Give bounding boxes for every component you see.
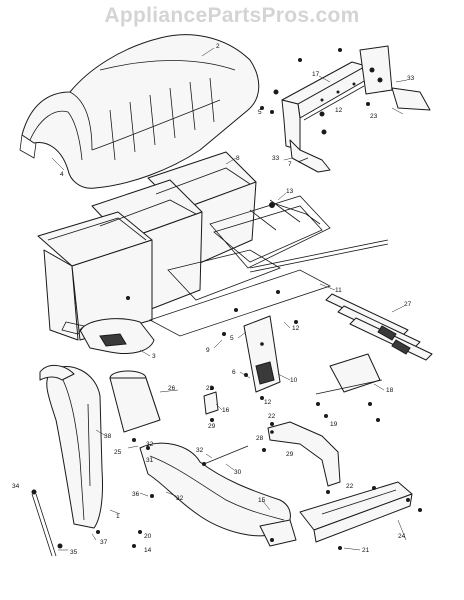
leader-lines — [51, 47, 408, 551]
callout-30: 30 — [234, 469, 242, 476]
callout-37: 37 — [100, 539, 108, 546]
callout-36: 36 — [132, 491, 140, 498]
callout-35: 35 — [70, 549, 78, 556]
mounting-bracket[interactable] — [267, 421, 341, 487]
discharge-chute-lower[interactable] — [139, 442, 297, 547]
callout-4: 4 — [60, 171, 64, 178]
support-rod-edge — [249, 243, 389, 273]
callout-11: 11 — [335, 287, 342, 294]
callout-22-mid: 22 — [206, 385, 214, 392]
small-bracket[interactable] — [203, 391, 219, 415]
callout-5-mid: 5 — [230, 335, 234, 342]
watermark-text: AppliancePartsPros.com — [104, 4, 360, 27]
bag-tray-assembly[interactable] — [37, 151, 332, 354]
callout-38: 38 — [104, 433, 112, 440]
pin-rod[interactable] — [31, 489, 57, 557]
callout-17: 17 — [312, 71, 320, 78]
rod-end-pin — [202, 462, 206, 466]
callout-10: 10 — [290, 377, 298, 384]
callout-7: 7 — [288, 161, 292, 168]
callout-32-low: 32 — [176, 495, 184, 502]
callout-9: 9 — [206, 347, 210, 354]
callout-12-mid: 12 — [292, 325, 300, 332]
callout-16: 16 — [222, 407, 230, 414]
callout-32-mid: 32 — [196, 447, 204, 454]
callout-8: 8 — [236, 155, 240, 162]
callout-25: 25 — [114, 449, 122, 456]
chute-adapter[interactable] — [109, 370, 161, 433]
callout-15: 15 — [258, 497, 266, 504]
hardware-fasteners — [57, 58, 410, 549]
frame-bracket-assembly[interactable] — [260, 45, 431, 173]
bumper-plate[interactable] — [299, 481, 422, 550]
mower-blades[interactable] — [325, 293, 433, 361]
callout-33-right: 33 — [407, 75, 415, 82]
chute-rod[interactable] — [203, 445, 249, 465]
callout-12-low: 12 — [264, 399, 272, 406]
callout-13: 13 — [286, 188, 294, 195]
callout-27: 27 — [404, 301, 412, 308]
discharge-chute-left[interactable] — [39, 365, 103, 529]
bagger-cover[interactable] — [19, 34, 260, 189]
callout-31: 31 — [146, 457, 154, 464]
support-rod[interactable] — [249, 239, 389, 269]
callout-33-left: 33 — [272, 155, 280, 162]
callout-32-top: 32 — [146, 441, 154, 448]
callout-14: 14 — [144, 547, 152, 554]
callout-34: 34 — [12, 483, 20, 490]
callout-6: 6 — [232, 369, 236, 376]
callout-22-low: 22 — [346, 483, 354, 490]
callout-2: 2 — [216, 43, 220, 50]
callout-24: 24 — [398, 533, 406, 540]
callout-20: 20 — [144, 533, 152, 540]
callout-29-mid: 29 — [208, 423, 216, 430]
deflector-bracket[interactable] — [315, 353, 383, 406]
callout-21: 21 — [362, 547, 370, 554]
callout-numbers: 2 4 8 17 33 23 5 12 33 7 13 11 27 12 9 5… — [12, 43, 415, 556]
callout-26: 26 — [168, 385, 176, 392]
handle-bracket[interactable] — [269, 202, 321, 225]
callout-18: 18 — [386, 387, 394, 394]
callout-19: 19 — [330, 421, 338, 428]
callout-23: 23 — [370, 113, 378, 120]
callout-1: 1 — [116, 513, 120, 520]
callout-29-right: 29 — [286, 451, 294, 458]
callout-5-top: 5 — [258, 109, 262, 116]
callout-28: 28 — [256, 435, 264, 442]
callout-12-top: 12 — [335, 107, 343, 114]
callout-3: 3 — [152, 353, 156, 360]
latch-plate[interactable] — [243, 315, 281, 393]
callout-22-right: 22 — [268, 413, 276, 420]
